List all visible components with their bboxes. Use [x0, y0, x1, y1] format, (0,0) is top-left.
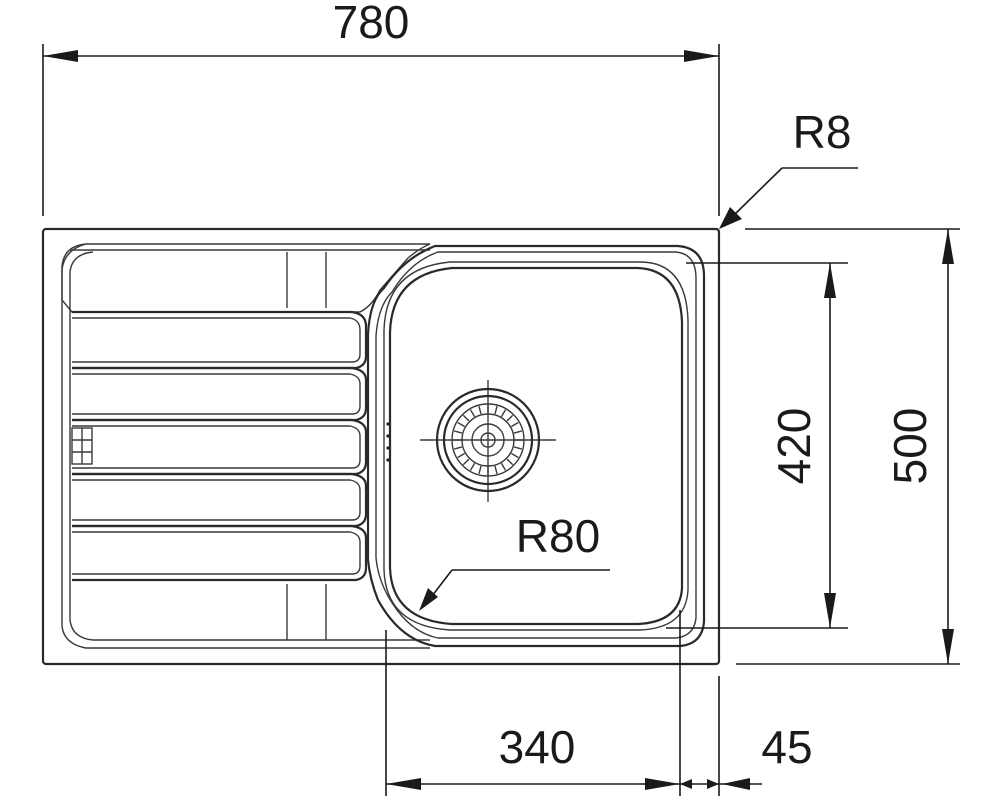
strainer-slot — [506, 458, 514, 466]
dim-bowl-width-label: 340 — [499, 721, 576, 773]
strainer-slot — [494, 406, 498, 415]
tap-hole-marks — [386, 422, 390, 462]
strainer-slot — [511, 452, 519, 459]
strainer-slot — [478, 406, 482, 415]
strainer-slot — [500, 409, 507, 417]
drainer-rib — [72, 472, 368, 528]
strainer-slot — [462, 414, 470, 422]
strainer-slot — [462, 458, 470, 466]
strainer-slot — [469, 463, 476, 471]
strainer-slot — [457, 452, 465, 459]
strainer-slot — [454, 430, 463, 434]
drainer-rib — [72, 366, 368, 422]
strainer-slot — [511, 421, 519, 428]
drainer-rib — [72, 418, 368, 476]
dim-rim-offset: 45 — [680, 676, 813, 796]
strainer-slot — [500, 463, 507, 471]
strainer-slot — [457, 421, 465, 428]
drainer-rib — [72, 524, 368, 582]
drain-strainer — [420, 380, 556, 502]
strainer-slot — [469, 409, 476, 417]
strainer-slot — [494, 465, 498, 474]
dim-bowl-depth-label: 420 — [768, 408, 820, 485]
dim-overall-depth: 500 — [736, 228, 960, 665]
dim-corner-radius-label: R8 — [793, 106, 852, 158]
dim-corner-radius: R8 — [719, 106, 858, 229]
strainer-slot — [478, 465, 482, 474]
dim-bowl-depth: 420 — [666, 262, 848, 629]
dim-bowl-radius-label: R80 — [516, 510, 600, 562]
strainer-slot — [454, 446, 463, 450]
dim-bowl-width: 340 — [385, 610, 681, 796]
drainer-board — [61, 243, 430, 649]
dim-rim-offset-label: 45 — [761, 721, 812, 773]
dim-overall-width-label: 780 — [333, 0, 410, 48]
dim-bowl-radius: R80 — [419, 510, 610, 611]
strainer-slot — [506, 414, 514, 422]
sink-outline — [41, 227, 721, 666]
sink-bowl — [366, 244, 706, 648]
overflow-slot — [71, 427, 93, 465]
strainer-slot — [513, 430, 522, 434]
strainer-slot — [513, 446, 522, 450]
drainer-rib — [72, 310, 368, 370]
dim-overall-depth-label: 500 — [884, 408, 936, 485]
dim-overall-width: 780 — [42, 0, 720, 216]
